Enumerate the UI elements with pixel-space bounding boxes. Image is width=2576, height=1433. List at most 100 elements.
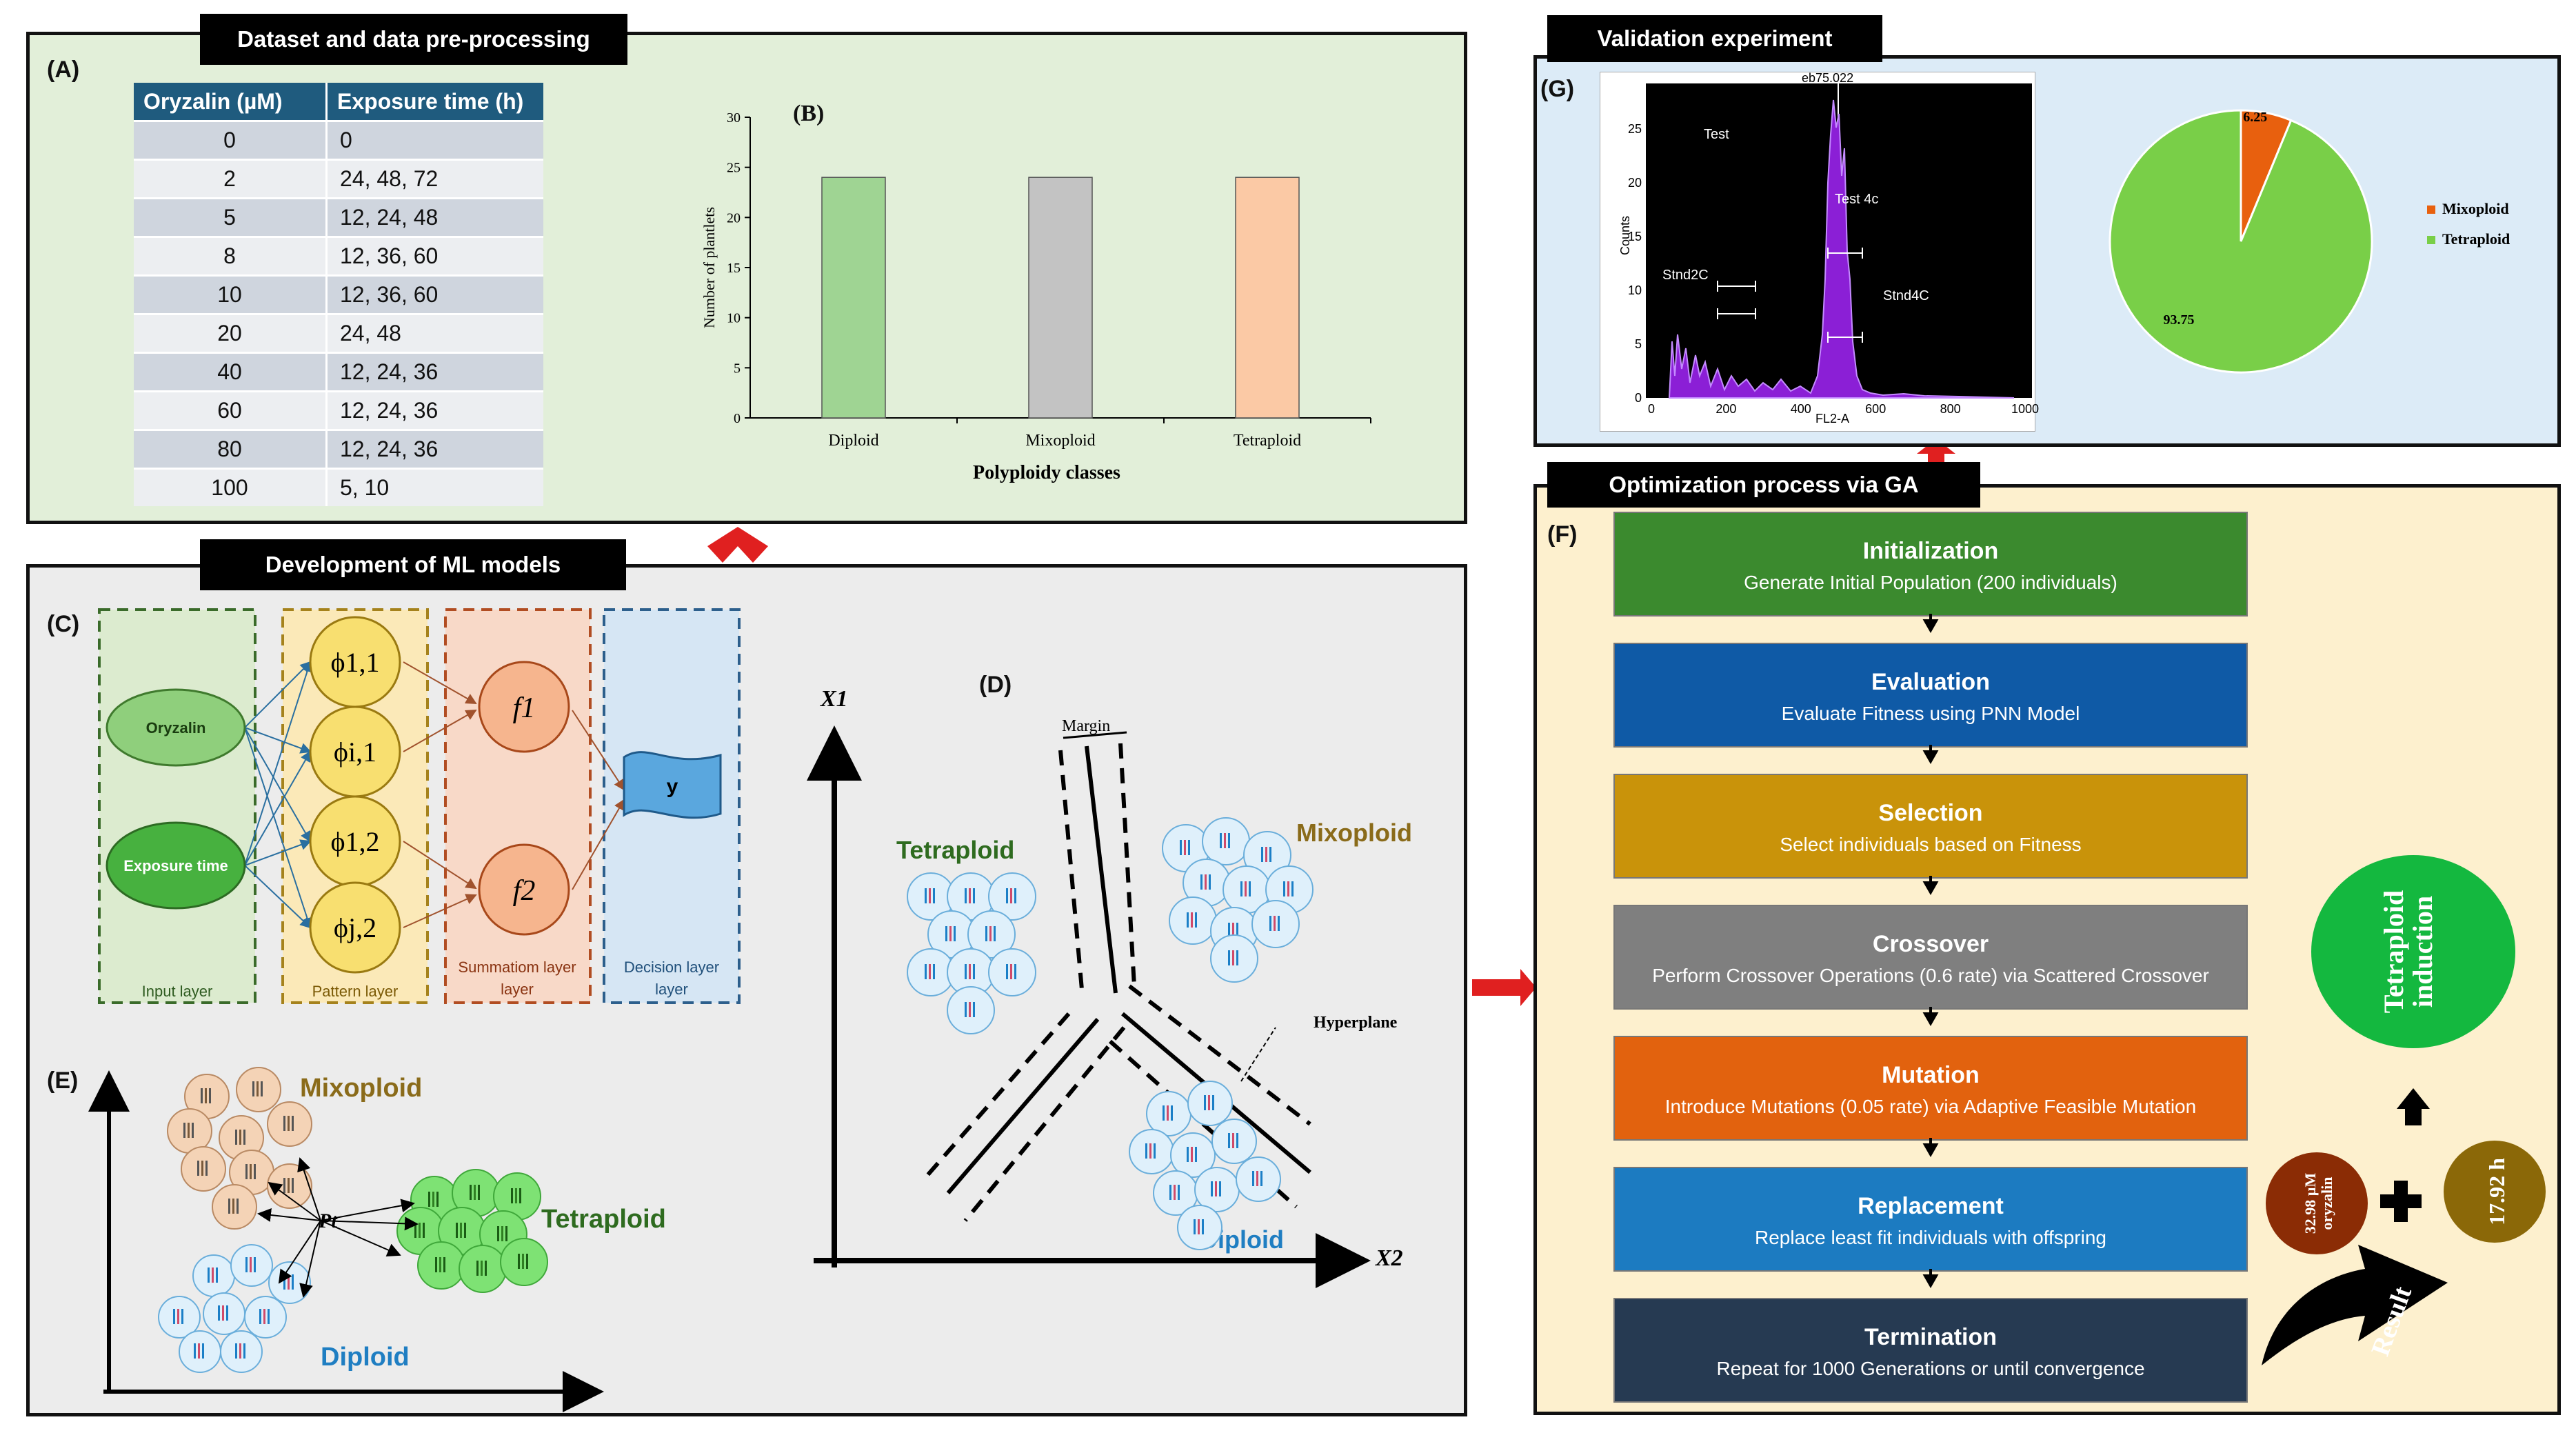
ga-step-arrows <box>1922 614 1939 1289</box>
cell-oryzalin: 8 <box>134 236 328 276</box>
chromosome-icon <box>973 888 975 903</box>
chromosome-icon <box>485 1261 487 1276</box>
chromosome-icon <box>1228 950 1230 965</box>
cell-oryzalin: 10 <box>134 274 328 314</box>
chromosome-icon <box>292 1274 294 1290</box>
label-b: (B) <box>793 101 825 126</box>
outcome-ellipse <box>2311 855 2515 1048</box>
flow-x-tick: 0 <box>1648 402 1655 416</box>
cell-oryzalin: 5 <box>134 197 328 237</box>
chromosome-icon <box>1187 1147 1189 1162</box>
chromosome-icon <box>1202 1219 1204 1234</box>
chromosome-icon <box>969 1002 971 1017</box>
label-d: (D) <box>979 672 1012 698</box>
chromosome-icon <box>1184 840 1186 855</box>
outcome-text-2: induction <box>2407 896 2438 1008</box>
chromosome-icon <box>1249 881 1251 896</box>
cell-oryzalin: 100 <box>134 468 328 506</box>
cell-oryzalin: 20 <box>134 313 328 353</box>
chromosome-icon <box>192 1123 194 1138</box>
chromosome-icon <box>973 1002 975 1017</box>
chromosome-icon <box>235 1130 237 1145</box>
chromosome-icon <box>969 964 971 979</box>
svm-diagram: X1 X2 Margin Hyperplane Tetraploid Mixop… <box>807 686 1412 1288</box>
cell-exposure: 12, 24, 36 <box>326 390 543 430</box>
ga-step-desc: Repeat for 1000 Generations or until con… <box>1716 1358 2145 1379</box>
ga-step-arrow <box>1922 614 1939 634</box>
label-f: (F) <box>1547 521 1578 548</box>
chromosome-icon <box>228 1199 230 1214</box>
chromosome-icon <box>1228 1133 1230 1148</box>
knn-diagram: Pt Mixoploid Tetraploid Diploid <box>88 1067 666 1412</box>
chromosome-icon <box>1252 1171 1254 1186</box>
cell-exposure: 5, 10 <box>326 468 543 506</box>
flow-x-tick: 600 <box>1865 402 1886 416</box>
ga-step-title: Crossover <box>1872 931 1989 957</box>
chromosome-icon <box>428 1192 430 1207</box>
ga-step-desc: Generate Initial Population (200 individ… <box>1744 572 2117 593</box>
chromosome-icon <box>288 1178 290 1193</box>
chromosome-icon <box>419 1223 421 1238</box>
chromosome-icon <box>1188 840 1190 855</box>
chromosome-icon <box>518 1254 520 1269</box>
input-node-oryzalin <box>105 688 246 767</box>
chromosome-icon <box>1174 1185 1176 1200</box>
margin-label: Margin <box>1062 717 1110 735</box>
chromosome-icon <box>1191 912 1193 928</box>
chromosome-icon <box>1232 950 1234 965</box>
pie-label: 93.75 <box>2164 312 2195 328</box>
chromosome-icon <box>432 1192 434 1207</box>
input-layer-box <box>98 608 256 1004</box>
chromosome-icon <box>501 1226 503 1241</box>
chromosome-icon <box>1200 874 1203 890</box>
chromosome-icon <box>226 1305 228 1321</box>
plus-v <box>2394 1181 2408 1222</box>
y-tick-label: 25 <box>727 161 741 176</box>
chromosome-icon <box>208 1267 210 1283</box>
chromosome-icon <box>476 1261 479 1276</box>
ga-step-desc: Evaluate Fitness using PNN Model <box>1781 703 2080 724</box>
chromosome-icon <box>435 1257 437 1272</box>
chromosome-icon <box>1171 1105 1173 1121</box>
chromosome-icon <box>925 888 927 903</box>
chromosome-icon <box>1212 1095 1214 1110</box>
flow-y-tick: 25 <box>1628 122 1642 136</box>
bar-mixoploid <box>1028 177 1093 419</box>
svm-class-mixoploid: Mixoploid <box>1296 819 1412 847</box>
chromosome-icon <box>1215 1181 1217 1196</box>
arrow-ga-to-validation <box>1917 439 1955 483</box>
cell-exposure: 12, 36, 60 <box>326 274 543 314</box>
oryzalin-text-1: 32.98 µM <box>2302 1173 2319 1234</box>
chromosome-icon <box>1204 1095 1206 1110</box>
chromosome-icon <box>464 1223 466 1238</box>
cell-exposure: 24, 48 <box>326 313 543 353</box>
cell-exposure: 0 <box>326 120 543 160</box>
chromosome-icon <box>283 1116 285 1131</box>
layer-label-summation-2: layer <box>501 981 534 998</box>
validation-header: Validation experiment <box>1547 15 1882 62</box>
pie-label: 6.25 <box>2243 110 2267 125</box>
chromosome-icon <box>209 1088 211 1103</box>
chromosome-icon <box>933 888 935 903</box>
label-g: (G) <box>1540 76 1575 102</box>
oryzalin-text-2: oryzalin <box>2318 1177 2335 1230</box>
ga-step-title: Evaluation <box>1871 669 1990 695</box>
dataset-header: Dataset and data pre-processing <box>200 14 627 65</box>
layer-label-summation: Summatiom layer <box>458 959 576 976</box>
arrow-ml-to-ga <box>1472 969 1536 1006</box>
chromosome-icon <box>239 1130 241 1145</box>
chromosome-icon <box>243 1130 245 1145</box>
chromosome-icon <box>443 1257 445 1272</box>
table-header-oryzalin: Oryzalin (µM) <box>134 83 328 121</box>
pattern-label-1: ϕ1,1 <box>330 647 379 678</box>
ga-step-title: Replacement <box>1858 1193 2004 1219</box>
chromosome-icon <box>288 1116 290 1131</box>
pattern-label-3: ϕ1,2 <box>330 826 379 857</box>
chromosome-icon <box>1194 1219 1196 1234</box>
chromosome-icon <box>205 1088 207 1103</box>
chromosome-icon <box>173 1309 175 1324</box>
chromosome-icon <box>1163 1105 1165 1121</box>
